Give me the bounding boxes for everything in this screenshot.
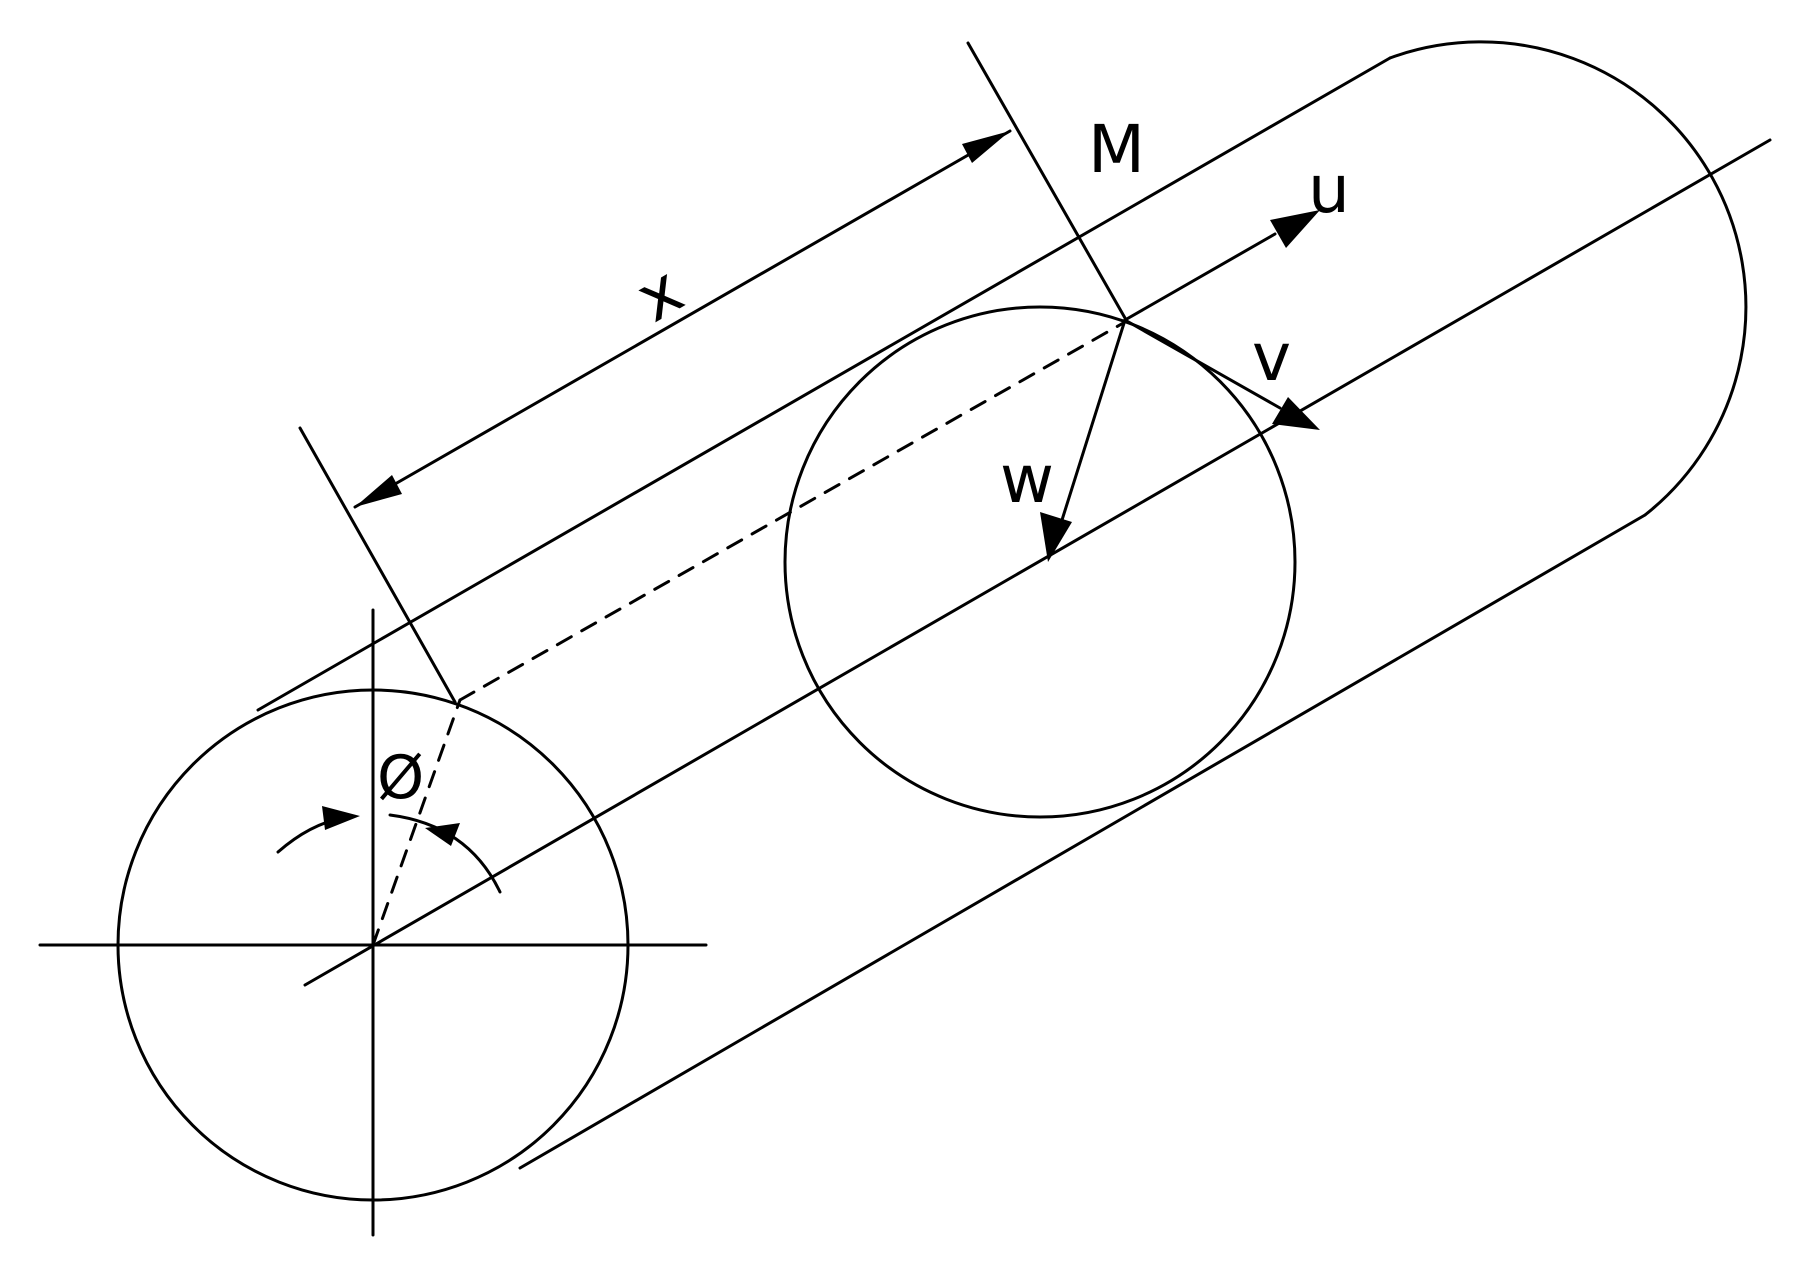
vector-w	[1060, 318, 1127, 522]
cylinder-axis	[303, 138, 1772, 987]
left-cross-section	[38, 608, 708, 1237]
point-m-vectors: M u v w	[1000, 111, 1350, 562]
angle-arc-right	[388, 813, 502, 894]
label-w: w	[1000, 441, 1054, 518]
dimension-arrow-left-head	[355, 475, 402, 507]
extension-line-left	[298, 426, 457, 704]
vector-v-head	[1272, 397, 1320, 430]
dashed-generator	[458, 320, 1127, 702]
angle-arc-right-head	[425, 823, 460, 846]
extension-line-right	[966, 41, 1127, 320]
label-v: v	[1252, 319, 1291, 396]
label-x: x	[623, 251, 695, 337]
dimension-x: x	[298, 41, 1127, 704]
dimension-arrow-right-head	[962, 131, 1010, 163]
cylinder	[256, 40, 1748, 1170]
vector-u-head	[1270, 210, 1320, 248]
dashed-radius	[371, 698, 462, 947]
cylinder-bottom-generator	[518, 513, 1647, 1170]
vector-w-head	[1040, 512, 1072, 562]
cylinder-right-end-cap	[1388, 40, 1748, 517]
label-phi: Ø	[377, 743, 424, 813]
label-u: u	[1308, 151, 1350, 228]
label-m: M	[1088, 111, 1145, 188]
middle-circle	[783, 305, 1297, 819]
vector-v	[1123, 318, 1282, 410]
cylinder-top-generator	[256, 56, 1392, 712]
dimension-line	[353, 129, 1012, 509]
angle-phi: Ø	[276, 743, 502, 894]
angle-arc-left-head	[322, 806, 360, 830]
vector-u	[1123, 232, 1277, 322]
